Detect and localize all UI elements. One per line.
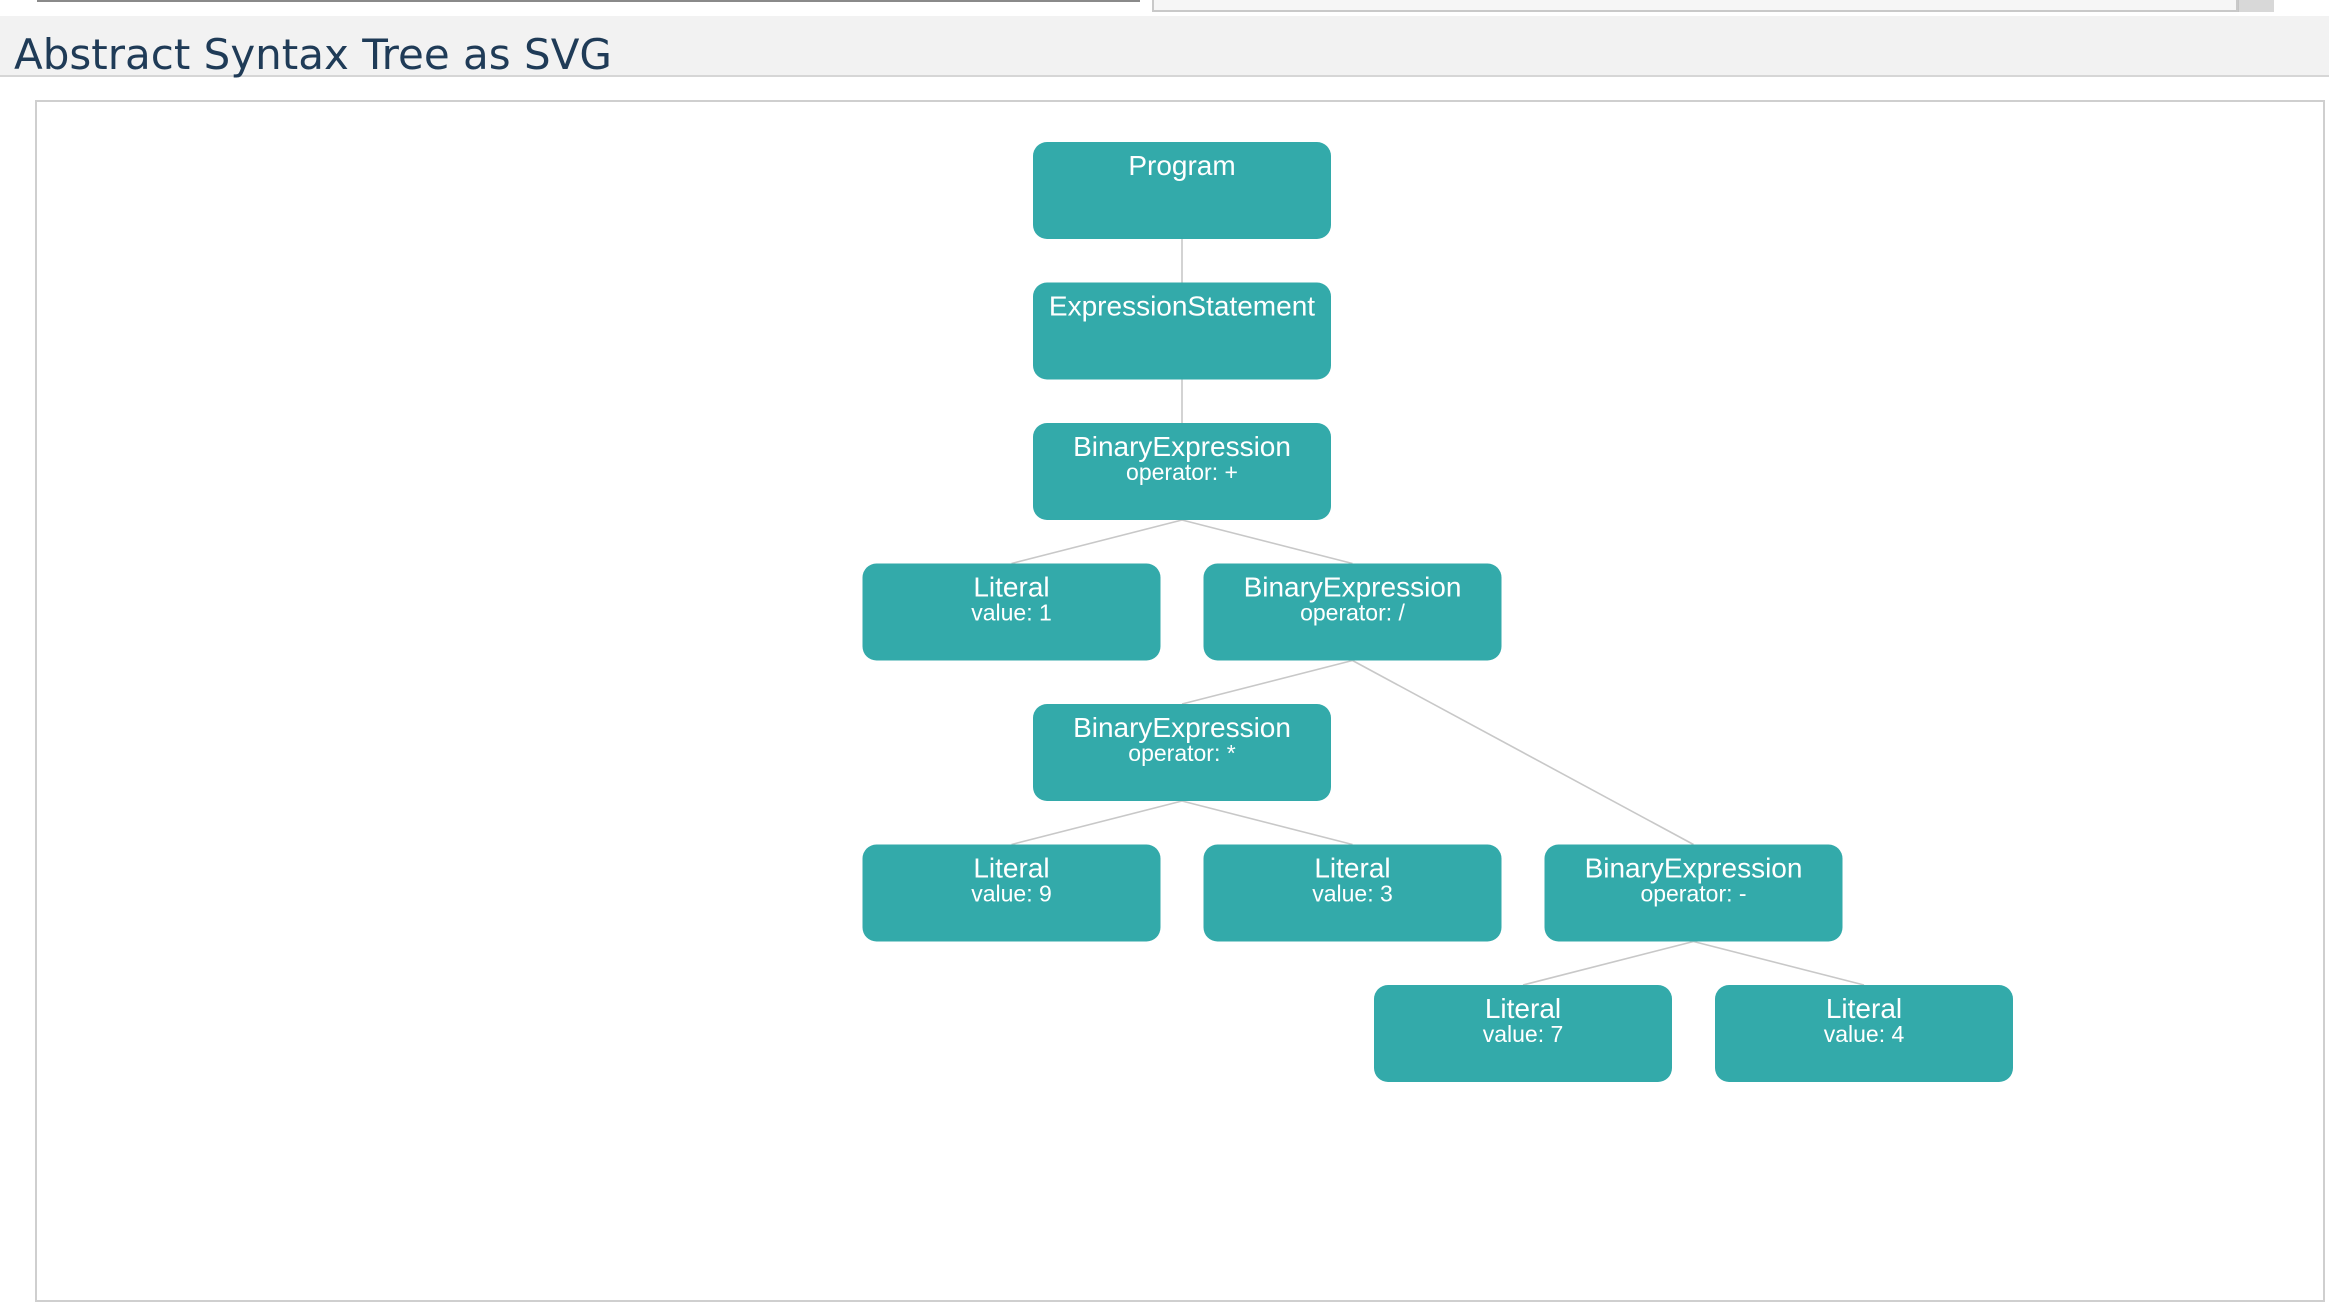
ast-node-box	[1033, 282, 1331, 380]
ast-node-expression-statement: ExpressionStatement	[1033, 282, 1331, 380]
edge-binary-plus-to-binary-divide	[1181, 519, 1353, 565]
ast-node-title: BinaryExpression	[1073, 431, 1291, 462]
ast-node-property: value: 3	[1312, 881, 1393, 907]
ast-node-box	[1033, 142, 1331, 239]
edge-binary-minus-to-literal-4	[1693, 940, 1865, 986]
edge-binary-multiply-to-literal-9	[1011, 800, 1183, 846]
edge-binary-divide-to-binary-multiply	[1181, 659, 1353, 705]
edge-binary-plus-to-literal-1	[1011, 519, 1183, 565]
ast-node-property: operator: -	[1640, 881, 1746, 907]
ast-node-property: value: 1	[971, 600, 1052, 626]
ast-node-property: value: 9	[971, 881, 1052, 907]
header-bar: Abstract Syntax Tree as SVG	[0, 16, 2329, 77]
ast-node-title: Program	[1128, 150, 1235, 181]
top-strip	[0, 0, 2329, 16]
code-input-field[interactable]	[1152, 0, 2238, 12]
nodes-layer: ProgramExpressionStatementBinaryExpressi…	[862, 142, 2013, 1082]
ast-node-title: BinaryExpression	[1585, 853, 1803, 884]
ast-node-box	[1715, 985, 2013, 1082]
ast-node-property: operator: /	[1300, 600, 1405, 626]
ast-node-box	[862, 844, 1161, 942]
ast-node-title: BinaryExpression	[1244, 572, 1462, 603]
ast-node-property: operator: +	[1126, 459, 1238, 485]
ast-node-title: Literal	[1314, 853, 1390, 884]
ast-node-title: ExpressionStatement	[1049, 291, 1315, 322]
ast-node-property: value: 7	[1483, 1021, 1564, 1047]
edge-binary-minus-to-literal-7	[1522, 940, 1694, 986]
ast-node-property: operator: *	[1128, 740, 1235, 766]
scrollbar[interactable]	[2238, 0, 2274, 12]
ast-node-box	[1203, 563, 1502, 661]
ast-node-title: BinaryExpression	[1073, 712, 1291, 743]
ast-node-box	[862, 563, 1161, 661]
ast-tree-svg: ProgramExpressionStatementBinaryExpressi…	[862, 142, 2013, 1082]
ast-node-program: Program	[1033, 142, 1331, 239]
ast-node-property: value: 4	[1824, 1021, 1905, 1047]
ast-node-box	[1033, 423, 1331, 520]
ast-node-box	[1544, 844, 1843, 942]
top-divider	[37, 0, 1140, 2]
ast-node-title: Literal	[973, 853, 1049, 884]
ast-node-box	[1374, 985, 1672, 1082]
ast-node-box	[1033, 704, 1331, 801]
page-title: Abstract Syntax Tree as SVG	[14, 30, 612, 79]
edge-binary-divide-to-binary-minus	[1352, 659, 1694, 846]
ast-node-title: Literal	[1826, 993, 1902, 1024]
edges-layer	[1011, 239, 1865, 986]
ast-node-title: Literal	[973, 572, 1049, 603]
ast-node-box	[1203, 844, 1502, 942]
edge-binary-multiply-to-literal-3	[1181, 800, 1353, 846]
ast-node-title: Literal	[1485, 993, 1561, 1024]
